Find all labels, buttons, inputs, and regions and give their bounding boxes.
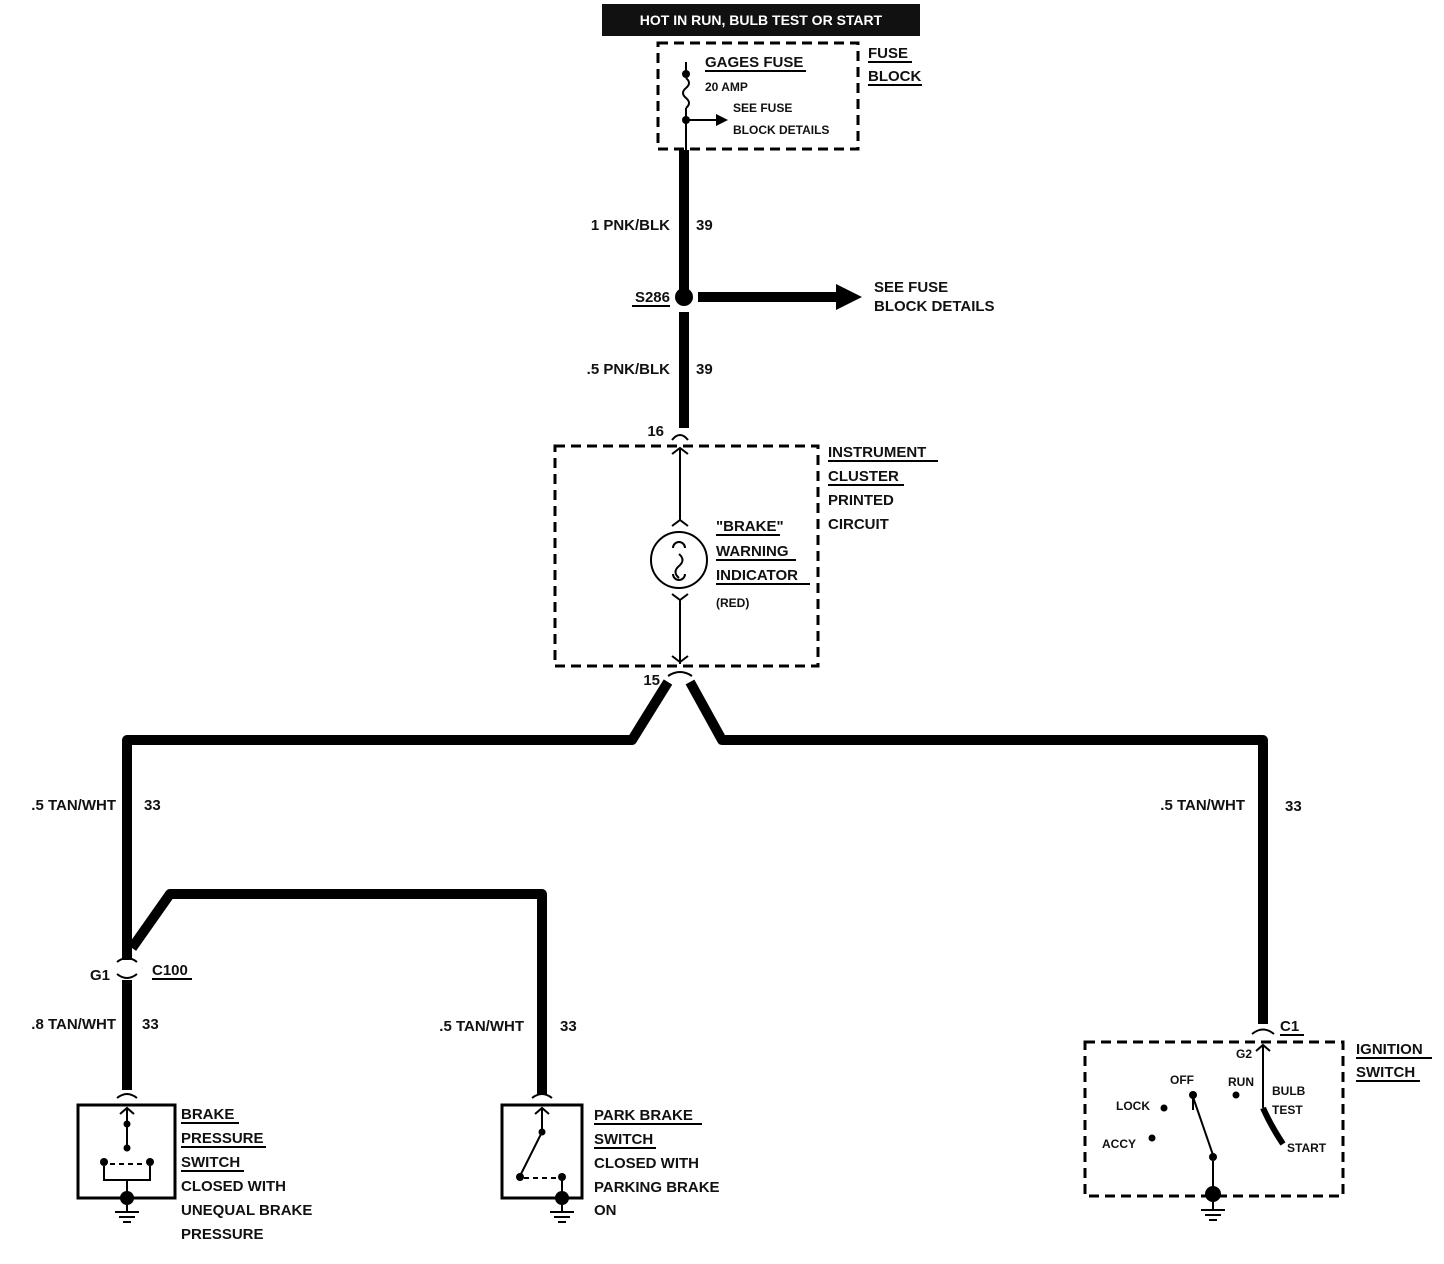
fuse-element-icon: [682, 77, 690, 109]
indicator-line2: WARNING: [716, 543, 789, 560]
connector-c1: [1251, 1028, 1275, 1035]
instrument-cluster: 16 "BRAKE" WARNING INDICATOR (RED) INSTR…: [553, 423, 938, 689]
ground-icon: [115, 1205, 139, 1223]
fuse-block: GAGES FUSE 20 AMP SEE FUSE BLOCK DETAILS…: [656, 41, 922, 151]
brake-pressure-switch-line6: PRESSURE: [181, 1226, 264, 1243]
brake-pressure-switch-line2: PRESSURE: [181, 1130, 264, 1147]
brake-warning-bulb-icon: [650, 531, 708, 589]
splice-note-line1: SEE FUSE: [874, 279, 948, 296]
connector-pin-16: [671, 434, 689, 441]
arrow-right-icon: [716, 114, 728, 126]
connector-pin-15: [667, 671, 693, 677]
wire-mid-gauge-color: .5 PNK/BLK: [587, 361, 671, 378]
fuse-block-label-line2: BLOCK: [868, 68, 921, 85]
wire-mid-circuit: 39: [696, 361, 713, 378]
wire-left-circuit: 33: [144, 797, 161, 814]
wire-brake-pressure-gauge-color: .8 TAN/WHT: [31, 1016, 116, 1033]
ignition-name-line2: SWITCH: [1356, 1064, 1415, 1081]
wire-top-gauge-color: 1 PNK/BLK: [591, 217, 670, 234]
fuse-terminal-top: [682, 70, 690, 78]
bulb-filament-icon: [672, 541, 686, 581]
ignition-pos-test: TEST: [1272, 1103, 1303, 1117]
fuse-block-boundary: [656, 41, 860, 151]
ignition-pos-start: START: [1287, 1141, 1327, 1155]
brake-pressure-switch: BRAKE PRESSURE SWITCH CLOSED WITH UNEQUA…: [76, 1093, 312, 1243]
wire-brake-pressure-circuit: 33: [142, 1016, 159, 1033]
cluster-pin-in: 16: [647, 423, 664, 440]
park-brake-switch-line5: ON: [594, 1202, 617, 1219]
fuse-rating: 20 AMP: [705, 80, 748, 94]
ignition-connector: C1: [1280, 1018, 1299, 1035]
wire-tan-wht-left: [122, 679, 673, 960]
park-switch-blade-icon: [519, 1131, 543, 1177]
park-brake-switch-body: [500, 1103, 584, 1200]
ignition-pos-lock: LOCK: [1116, 1099, 1150, 1113]
ignition-switch: C1 G2 OFF RUN LOCK ACCY BULB TEST START …: [1083, 1018, 1432, 1221]
start-contact-icon: [1260, 1106, 1286, 1146]
wire-tan-wht-right: [685, 679, 1268, 1024]
ignition-pos-accy: ACCY: [1102, 1137, 1136, 1151]
wire-tan-wht-park-brake: [127, 889, 547, 1094]
title-text: HOT IN RUN, BULB TEST OR START: [640, 12, 883, 28]
wire-right-gauge-color: .5 TAN/WHT: [1160, 797, 1245, 814]
park-brake-switch-line1: PARK BRAKE: [594, 1107, 693, 1124]
cluster-name-line4: CIRCUIT: [828, 516, 889, 533]
splice-s286: S286 SEE FUSE BLOCK DETAILS: [632, 279, 995, 315]
park-brake-switch: PARK BRAKE SWITCH CLOSED WITH PARKING BR…: [500, 1093, 720, 1223]
ignition-pin: G2: [1236, 1047, 1252, 1061]
ignition-pos-run: RUN: [1228, 1075, 1254, 1089]
brake-pressure-switch-line4: CLOSED WITH: [181, 1178, 286, 1195]
splice-id: S286: [635, 289, 670, 306]
fuse-note-line2: BLOCK DETAILS: [733, 123, 829, 137]
fuse-name: GAGES FUSE: [705, 54, 803, 71]
brake-pressure-switch-line1: BRAKE: [181, 1106, 234, 1123]
splice-note-line2: BLOCK DETAILS: [874, 298, 995, 315]
ground-icon: [550, 1205, 574, 1223]
brake-pressure-switch-line3: SWITCH: [181, 1154, 240, 1171]
wire-left-gauge-color: .5 TAN/WHT: [31, 797, 116, 814]
cluster-name-line3: PRINTED: [828, 492, 894, 509]
fuse-note-line1: SEE FUSE: [733, 101, 792, 115]
brake-pressure-switch-line5: UNEQUAL BRAKE: [181, 1202, 312, 1219]
ignition-name-line1: IGNITION: [1356, 1041, 1423, 1058]
indicator-line3: INDICATOR: [716, 567, 798, 584]
title-banner: HOT IN RUN, BULB TEST OR START: [602, 4, 920, 36]
cluster-boundary: [553, 444, 820, 668]
wire-park-brake-gauge-color: .5 TAN/WHT: [439, 1018, 524, 1035]
park-brake-switch-line3: CLOSED WITH: [594, 1155, 699, 1172]
ignition-pos-bulb: BULB: [1272, 1084, 1306, 1098]
c100-id: C100: [152, 962, 188, 979]
ignition-switch-boundary: [1083, 1040, 1345, 1198]
indicator-color: (RED): [716, 596, 749, 610]
arrow-right-icon: [836, 284, 862, 310]
indicator-line1: "BRAKE": [716, 518, 784, 535]
wire-right-circuit: 33: [1285, 798, 1302, 815]
park-brake-switch-line2: SWITCH: [594, 1131, 653, 1148]
connector-c100: G1 C100: [90, 957, 192, 984]
ignition-pos-off: OFF: [1170, 1073, 1194, 1087]
wire-park-brake-circuit: 33: [560, 1018, 577, 1035]
ground-icon: [1201, 1202, 1225, 1221]
cluster-name-line2: CLUSTER: [828, 468, 899, 485]
ignition-switch-blade-icon: [1192, 1096, 1214, 1156]
c100-pin: G1: [90, 967, 110, 984]
cluster-pin-out: 15: [643, 672, 660, 689]
cluster-name-line1: INSTRUMENT: [828, 444, 926, 461]
splice-dot: [675, 288, 693, 306]
fuse-block-label-line1: FUSE: [868, 45, 908, 62]
park-brake-switch-line4: PARKING BRAKE: [594, 1179, 720, 1196]
wire-top-circuit: 39: [696, 217, 713, 234]
